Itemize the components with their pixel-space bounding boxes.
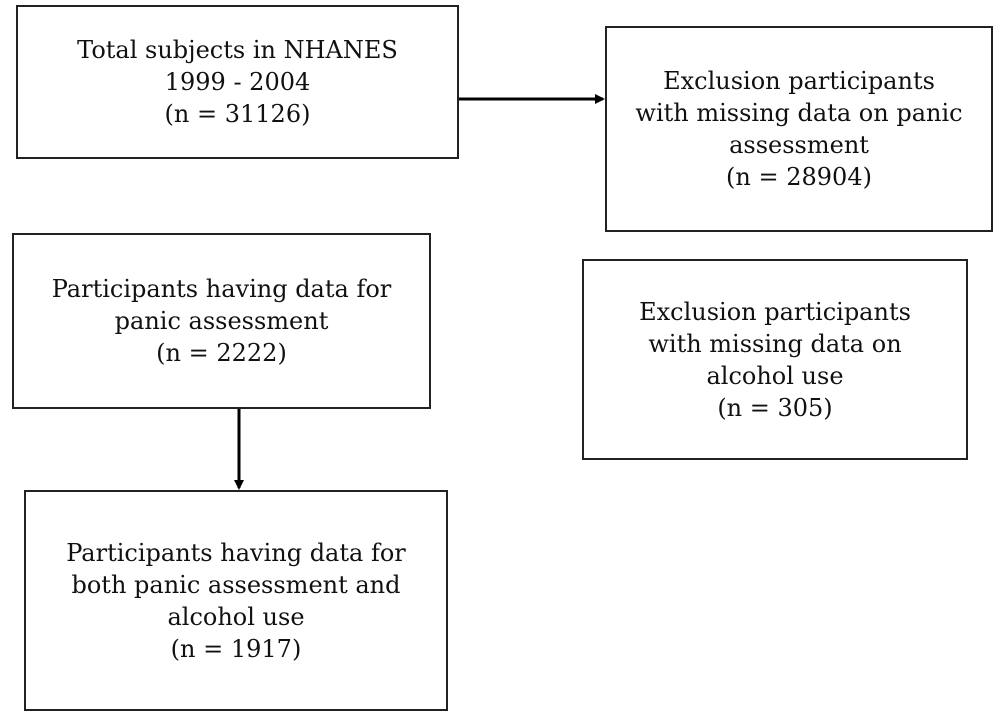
- final-sample-line-2: both panic assessment and: [71, 570, 401, 599]
- final-sample-count: (n = 1917): [170, 634, 302, 663]
- exclusion-panic-count: (n = 28904): [726, 163, 872, 191]
- final-sample-line-3: alcohol use: [167, 602, 305, 631]
- total-subjects-line-1: Total subjects in NHANES: [77, 36, 398, 64]
- panic-data-line-1: Participants having data for: [51, 275, 392, 303]
- exclusion-alcohol-box: Exclusion participants with missing data…: [582, 259, 968, 460]
- exclusion-panic-line-2: with missing data on panic: [635, 99, 963, 127]
- exclusion-alcohol-line-2: with missing data on: [648, 329, 902, 358]
- exclusion-alcohol-count: (n = 305): [717, 393, 833, 422]
- panic-data-count: (n = 2222): [156, 339, 287, 367]
- total-subjects-count: (n = 31126): [164, 100, 311, 128]
- final-sample-line-1: Participants having data for: [66, 538, 406, 567]
- exclusion-panic-line-3: assessment: [729, 131, 869, 159]
- total-subjects-box: Total subjects in NHANES 1999 - 2004 (n …: [16, 5, 459, 159]
- exclusion-alcohol-line-3: alcohol use: [706, 361, 844, 390]
- exclusion-panic-line-1: Exclusion participants: [663, 67, 935, 95]
- final-sample-box: Participants having data for both panic …: [24, 490, 448, 711]
- panic-data-box: Participants having data for panic asses…: [12, 233, 431, 409]
- exclusion-alcohol-line-1: Exclusion participants: [639, 297, 911, 326]
- total-subjects-line-2: 1999 - 2004: [164, 68, 311, 96]
- exclusion-panic-box: Exclusion participants with missing data…: [605, 26, 993, 232]
- panic-data-line-2: panic assessment: [114, 307, 329, 335]
